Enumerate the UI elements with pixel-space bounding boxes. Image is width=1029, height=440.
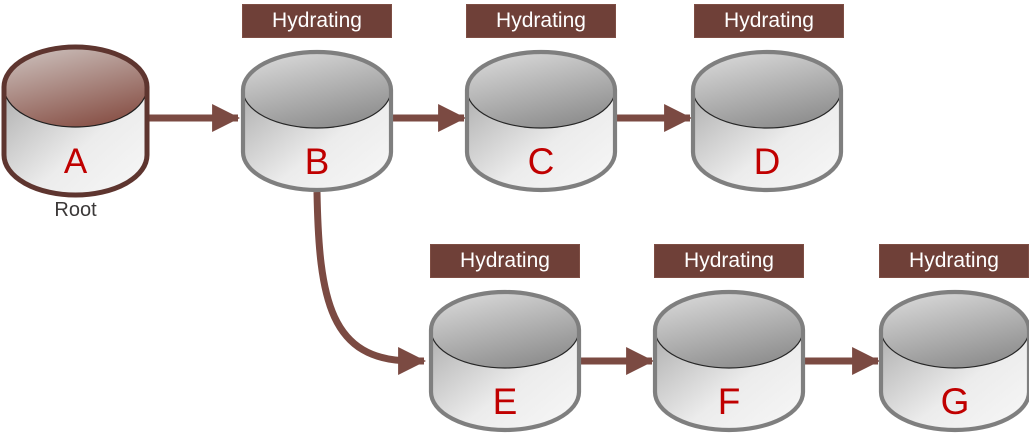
db-node-f: F xyxy=(652,289,806,433)
node-letter: G xyxy=(940,381,970,422)
root-caption: Root xyxy=(54,199,97,221)
db-node-c: C xyxy=(464,49,618,193)
database-cylinder-icon xyxy=(240,49,394,193)
status-badge-c: Hydrating xyxy=(466,4,616,38)
status-badge-b: Hydrating xyxy=(242,4,392,38)
status-badge-f: Hydrating xyxy=(654,244,804,278)
database-cylinder-icon xyxy=(464,49,618,193)
status-badge-d: Hydrating xyxy=(694,4,844,38)
database-cylinder-icon xyxy=(878,289,1029,433)
node-letter: D xyxy=(753,141,781,182)
db-node-e: E xyxy=(428,289,582,433)
database-cylinder-icon xyxy=(690,49,844,193)
node-letter: A xyxy=(63,142,88,181)
status-badge-e: Hydrating xyxy=(430,244,580,278)
db-node-d: D xyxy=(690,49,844,193)
edge-arrow-b-e xyxy=(313,191,427,375)
db-node-g: G xyxy=(878,289,1029,433)
node-letter: E xyxy=(492,381,518,422)
database-cylinder-icon xyxy=(428,289,582,433)
node-letter: F xyxy=(717,381,741,422)
node-letter: C xyxy=(527,141,555,182)
db-node-a: A xyxy=(1,44,150,198)
db-node-b: B xyxy=(240,49,394,193)
database-cylinder-icon xyxy=(652,289,806,433)
node-letter: B xyxy=(304,141,330,182)
status-badge-g: Hydrating xyxy=(879,244,1029,278)
database-cylinder-root-icon xyxy=(1,44,150,198)
